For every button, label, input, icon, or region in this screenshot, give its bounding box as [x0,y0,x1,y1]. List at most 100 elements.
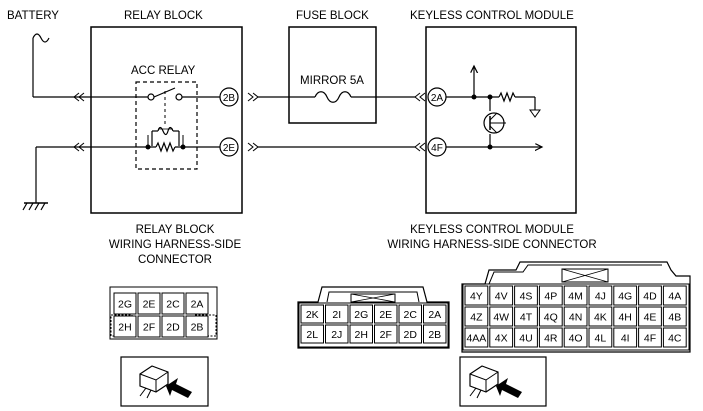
fuse-block-box [288,26,377,124]
relay-pin-cell [161,315,185,338]
kcm4-pin-label: 4X [495,333,508,345]
relay-pin-cell [113,315,137,338]
chevrons-2a-in [414,92,426,102]
kcm-connector-title-2: WIRING HARNESS-SIDE CONNECTOR [387,239,596,251]
chevrons-battery-row [73,92,85,102]
kcm4-pin-label: 4Z [470,312,483,324]
relay-resistor-icon [155,141,176,153]
kcm4-pin-label: 4C [668,333,682,345]
kcm4-pin-label: 4R [544,333,558,345]
kcm4-pin-cell [489,285,514,306]
kcm4-pin-cell [662,327,687,348]
relay-block-label: RELAY BLOCK [124,10,203,22]
kcm4-pin-label: 4N [569,312,582,324]
relay-pin-label: 2F [143,322,155,334]
kcm4-pin-label: 4I [621,333,630,345]
kcm2-pin-label: 2I [332,309,341,321]
kcm4-pin-label: 4K [594,312,607,324]
ground-icon [22,202,48,211]
kcm2-pin-cell [423,324,447,344]
relay-pin-label: 2C [166,299,180,311]
chevrons-4f-in [414,142,426,152]
acc-relay-box [135,81,198,170]
keyless-control-module-label: KEYLESS CONTROL MODULE [410,10,574,22]
kcm4-pin-label: 4U [519,333,532,345]
kcm4-pin-cell [588,306,613,327]
kcm2-pin-cell [300,304,324,324]
relay-connector-title-1: RELAY BLOCK [136,224,215,236]
kcm4-pin-label: 4Y [470,291,483,303]
kcm2-pin-label: 2B [428,329,441,341]
kcm4-pin-cell [514,285,538,306]
kcm2-pin-cell [325,304,349,324]
relay-block-box [90,26,243,214]
relay-coil-icon [151,126,180,146]
chevrons-2b-out [247,92,259,102]
kcm2-pin-cell [398,304,422,324]
kcm4-pin-cell [662,285,687,306]
kcm4-pin-label: 4P [544,291,557,303]
relay-pin-cell [161,292,185,315]
terminal-2b [219,87,239,107]
relay-pin-cell [185,292,209,315]
kcm2-pin-cell [423,304,447,324]
kcm2-pin-label: 2A [428,309,441,321]
kcm4-pin-label: 4G [618,291,632,303]
terminal-2a-label: 2A [431,93,444,104]
relay-pin-label: 2H [118,322,131,334]
battery-label: BATTERY [7,10,59,22]
kcm4-pin-cell [489,306,514,327]
kcm2-pin-label: 2G [354,309,368,321]
kcm4-pin-cell [638,327,662,348]
kcm4-pin-cell [538,327,563,348]
kcm2-pin-label: 2C [404,309,418,321]
mirror-fuse-label: MIRROR 5A [300,75,364,87]
chevrons-ground-row [73,142,85,152]
kcm-resistor-icon [498,91,516,103]
kcm4-pin-label: 4O [569,333,583,345]
relay-junction-right [180,144,186,150]
kcm4-pin-cell [638,306,662,327]
kcm-signal-ground-icon [529,109,541,118]
relay-pin-label: 2B [191,322,204,334]
relay-connector-view-icon [120,356,209,407]
kcm4-pin-label: 4H [618,312,631,324]
kcm4-pin-label: 4M [568,291,583,303]
chevrons-2e-out [247,142,259,152]
kcm2-pin-label: 2D [404,329,418,341]
kcm4-pin-cell [489,327,514,348]
relay-pin-label: 2G [118,299,132,311]
kcm4-pin-label: 4Q [544,312,558,324]
kcm4-pin-cell [464,285,489,306]
terminal-2e [219,137,239,157]
kcm4-pin-label: 4A [668,291,681,303]
kcm4-pin-cell [563,285,588,306]
kcm4-pin-label: 4L [595,333,607,345]
relay-junction-left [145,144,151,150]
kcm4-pin-label: 4D [643,291,657,303]
terminal-2e-label: 2E [223,143,236,154]
kcm2-pin-cell [398,324,422,344]
kcm2-pin-label: 2J [331,329,342,341]
relay-pin-cell [185,315,209,338]
kcm4-pin-label: 4B [668,312,681,324]
kcm2-pin-label: 2F [380,329,392,341]
kcm4-pin-cell [613,285,638,306]
kcm2-pin-cell [325,324,349,344]
kcm2-pin-label: 2L [306,329,318,341]
kcm2-pin-label: 2K [306,309,319,321]
kcm4-pin-label: 4AA [466,333,486,345]
kcm4-pin-label: 4S [520,291,533,303]
kcm4-pin-cell [613,327,638,348]
relay-connector-title-2: WIRING HARNESS-SIDE [109,239,242,251]
relay-pin-label: 2D [166,322,180,334]
kcm2-pin-cell [300,324,324,344]
battery-symbol-icon [32,33,50,43]
kcm4-pin-cell [538,306,563,327]
kcm4-pin-cell [588,327,613,348]
kcm4-pin-cell [613,306,638,327]
kcm-connector-title-1: KEYLESS CONTROL MODULE [410,224,574,236]
kcm4-pin-label: 4T [520,312,533,324]
kcm-connector-view-icon [459,356,547,407]
